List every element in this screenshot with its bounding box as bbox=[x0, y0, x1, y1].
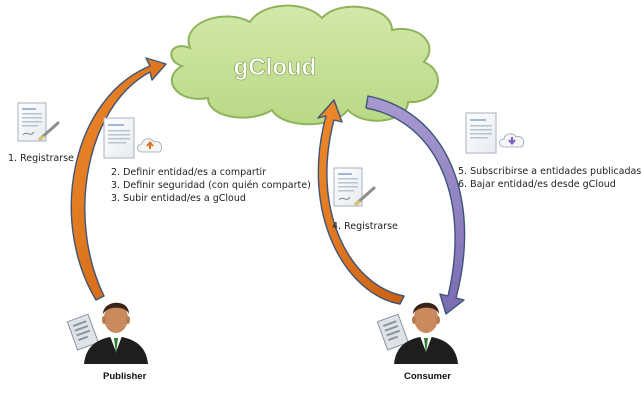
gcloud-cloud: gCloud bbox=[170, 4, 439, 126]
signed-document-icon bbox=[17, 102, 60, 142]
publisher-step-1: 1. Registrarse bbox=[8, 153, 74, 164]
businessman-icon bbox=[376, 302, 458, 364]
publisher-step-2: 2. Definir entidad/es a compartir bbox=[111, 167, 267, 178]
clipboard-icon bbox=[66, 313, 99, 351]
consumer-step-6: 6. Bajar entidad/es desde gCloud bbox=[458, 179, 616, 190]
cloud-label: gCloud bbox=[234, 54, 317, 81]
consumer-step-4: 4. Registrarse bbox=[332, 221, 398, 232]
publisher-steps: 2. Definir entidad/es a compartir 3. Def… bbox=[111, 166, 311, 205]
publisher-upload-arrow bbox=[70, 57, 167, 301]
publisher-step-3b: 3. Subir entidad/es a gCloud bbox=[111, 193, 246, 204]
download-document-icon bbox=[465, 112, 524, 154]
consumer-download-arrow bbox=[365, 95, 466, 315]
consumer-steps: 5. Subscribirse a entidades publicadas. … bbox=[458, 165, 642, 191]
publisher-step-3a: 3. Definir seguridad (con quién comparte… bbox=[111, 180, 311, 191]
clipboard-icon bbox=[376, 313, 409, 351]
cloud-shape bbox=[170, 4, 439, 126]
businessman-icon bbox=[66, 302, 148, 364]
consumer-label: Consumer bbox=[404, 371, 451, 382]
upload-document-icon bbox=[103, 117, 162, 159]
consumer-register-arrow bbox=[317, 99, 405, 305]
consumer-step-5: 5. Subscribirse a entidades publicadas. bbox=[458, 166, 642, 177]
publisher-label: Publisher bbox=[103, 371, 147, 382]
signed-document-icon bbox=[333, 167, 376, 207]
